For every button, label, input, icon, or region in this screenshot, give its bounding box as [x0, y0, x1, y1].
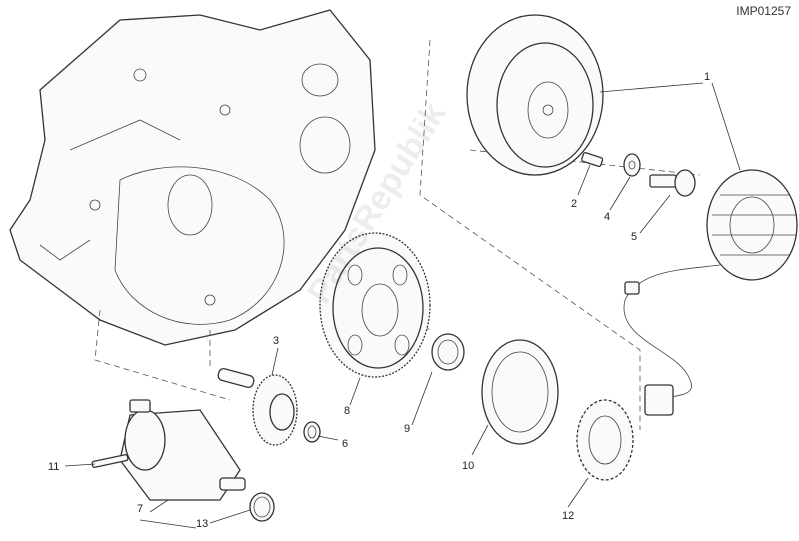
- bushing: [431, 333, 465, 371]
- crankcase: [9, 9, 376, 346]
- circlip: [303, 421, 321, 443]
- callout-labels: 1 2 3 4 5 6 7 8 9 10 11 12 13: [48, 71, 710, 530]
- callout-12[interactable]: 12: [562, 510, 574, 522]
- freewheel: [576, 399, 634, 481]
- callout-9[interactable]: 9: [404, 423, 410, 435]
- starter-ring-gear: [319, 232, 431, 378]
- callout-4[interactable]: 4: [604, 211, 610, 223]
- starter-bolt: [91, 454, 129, 468]
- callout-8[interactable]: 8: [344, 405, 350, 417]
- callout-7[interactable]: 7: [137, 503, 143, 515]
- callout-3[interactable]: 3: [273, 335, 279, 347]
- callout-2[interactable]: 2: [571, 198, 577, 210]
- callout-10[interactable]: 10: [462, 460, 474, 472]
- callout-5[interactable]: 5: [631, 231, 637, 243]
- starter-motor: [119, 399, 246, 501]
- stator: [623, 169, 798, 416]
- callout-13[interactable]: 13: [196, 518, 208, 530]
- callout-11[interactable]: 11: [48, 461, 59, 473]
- drawing-code: IMP01257: [736, 4, 791, 18]
- callout-6[interactable]: 6: [342, 438, 348, 450]
- intermediate-gear: [217, 368, 298, 446]
- rotor-screw: [581, 152, 604, 168]
- callout-1[interactable]: 1: [704, 71, 710, 83]
- o-ring: [249, 492, 275, 522]
- flywheel-rotor: [466, 14, 604, 176]
- washer: [623, 153, 641, 177]
- leader-lines: [64, 82, 741, 529]
- hub-nut: [649, 169, 696, 197]
- clutch-ring: [481, 339, 559, 445]
